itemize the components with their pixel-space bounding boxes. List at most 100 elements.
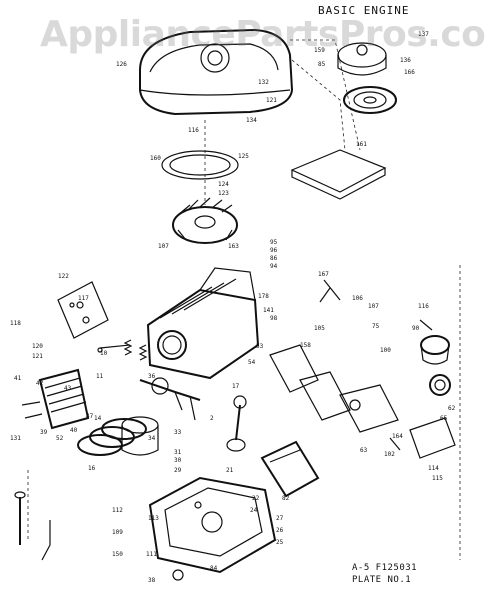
callout-158: 158: [300, 342, 311, 349]
callout-116: 116: [188, 127, 199, 134]
callout-132: 132: [258, 79, 269, 86]
callout-labels: 126 132 121 116 134 160 125 124 123 161 …: [10, 31, 456, 584]
callout-54: 54: [248, 359, 256, 366]
callout-63: 63: [360, 447, 368, 454]
callout-150: 150: [112, 551, 123, 558]
callout-82: 82: [282, 495, 290, 502]
callout-39: 39: [40, 429, 48, 436]
piston-part: [121, 416, 159, 456]
filter-pad-part: [290, 149, 387, 200]
callout-115: 115: [432, 475, 443, 482]
callout-11: 11: [96, 373, 104, 380]
callout-86: 86: [270, 255, 278, 262]
callout-41: 41: [14, 375, 22, 382]
callout-90: 90: [412, 325, 420, 332]
callout-75: 75: [372, 323, 380, 330]
callout-10: 10: [100, 350, 108, 357]
callout-107b: 107: [368, 303, 379, 310]
callout-161: 161: [356, 141, 367, 148]
callout-164: 164: [392, 433, 403, 440]
callout-107: 107: [158, 243, 169, 250]
callout-166: 166: [404, 69, 415, 76]
callout-134: 134: [246, 117, 257, 124]
callout-121: 121: [266, 97, 277, 104]
callout-167: 167: [318, 271, 329, 278]
blower-housing-part: [139, 28, 294, 116]
callout-62: 62: [448, 405, 456, 412]
callout-65: 65: [440, 415, 448, 422]
callout-43: 43: [64, 385, 72, 392]
callout-27: 27: [276, 515, 284, 522]
callout-34: 34: [148, 435, 156, 442]
callout-84: 84: [210, 565, 218, 572]
governor-linkage-part: [269, 344, 399, 433]
callout-53: 53: [256, 343, 264, 350]
callout-117: 117: [78, 295, 89, 302]
callout-109: 109: [112, 529, 123, 536]
callout-163: 163: [228, 243, 239, 250]
callout-16: 16: [88, 465, 96, 472]
callout-178: 178: [258, 293, 269, 300]
callout-52: 52: [56, 435, 64, 442]
diagram-title: BASIC ENGINE: [318, 4, 410, 17]
callout-26: 26: [276, 527, 284, 534]
callout-94: 94: [270, 263, 278, 270]
housing-gasket-part: [161, 150, 239, 180]
callout-42: 42: [36, 380, 44, 387]
callout-111: 111: [146, 551, 157, 558]
callout-14: 14: [94, 415, 102, 422]
callout-95: 95: [270, 239, 278, 246]
callout-17: 17: [232, 383, 240, 390]
engine-sump-part: [148, 476, 277, 574]
callout-96: 96: [270, 247, 278, 254]
gear-wheel-part: [429, 374, 451, 396]
dipstick-part: [14, 491, 51, 561]
callout-38: 38: [148, 577, 156, 584]
callout-25: 25: [276, 539, 284, 546]
callout-121b: 121: [32, 353, 43, 360]
plate-number: PLATE NO.1: [352, 575, 412, 585]
cylinder-block-part: [146, 267, 260, 380]
callout-159: 159: [314, 47, 325, 54]
bracket-plate-part: [57, 281, 109, 339]
callout-122: 122: [58, 273, 69, 280]
callout-105: 105: [314, 325, 325, 332]
callout-47: 47: [86, 413, 94, 420]
plate-code: A-5 F125031: [352, 563, 418, 573]
callout-40: 40: [70, 427, 78, 434]
callout-137: 137: [418, 31, 429, 38]
callout-126: 126: [116, 61, 127, 68]
callout-36: 36: [148, 373, 156, 380]
crankshaft-part: [139, 377, 201, 421]
callout-136: 136: [400, 57, 411, 64]
callout-112: 112: [112, 507, 123, 514]
callout-120: 120: [32, 343, 43, 350]
callout-22: 22: [252, 495, 260, 502]
cup-cylinder-part: [420, 335, 450, 365]
muffler-plate-part: [409, 417, 456, 459]
callout-160: 160: [150, 155, 161, 162]
valve-springs-part: [99, 339, 148, 361]
callout-116b: 116: [418, 303, 429, 310]
callout-85: 85: [318, 61, 326, 68]
callout-114: 114: [428, 465, 439, 472]
cylinder-head-part: [38, 368, 90, 430]
callout-98: 98: [270, 315, 278, 322]
callout-33: 33: [174, 429, 182, 436]
callout-118: 118: [10, 320, 21, 327]
callout-124: 124: [218, 181, 229, 188]
callout-29: 29: [174, 467, 182, 474]
callout-24: 24: [250, 507, 258, 514]
connecting-rod-part: [226, 395, 247, 452]
callout-123: 123: [218, 190, 229, 197]
muffler-part: [260, 440, 320, 498]
callout-30: 30: [174, 457, 182, 464]
starter-cup-part: [337, 42, 387, 76]
callout-141: 141: [263, 307, 274, 314]
piston-rings-part: [77, 418, 147, 456]
flywheel-fan-part: [172, 197, 238, 244]
callout-102: 102: [384, 451, 395, 458]
callout-125: 125: [238, 153, 249, 160]
callout-31: 31: [174, 449, 182, 456]
